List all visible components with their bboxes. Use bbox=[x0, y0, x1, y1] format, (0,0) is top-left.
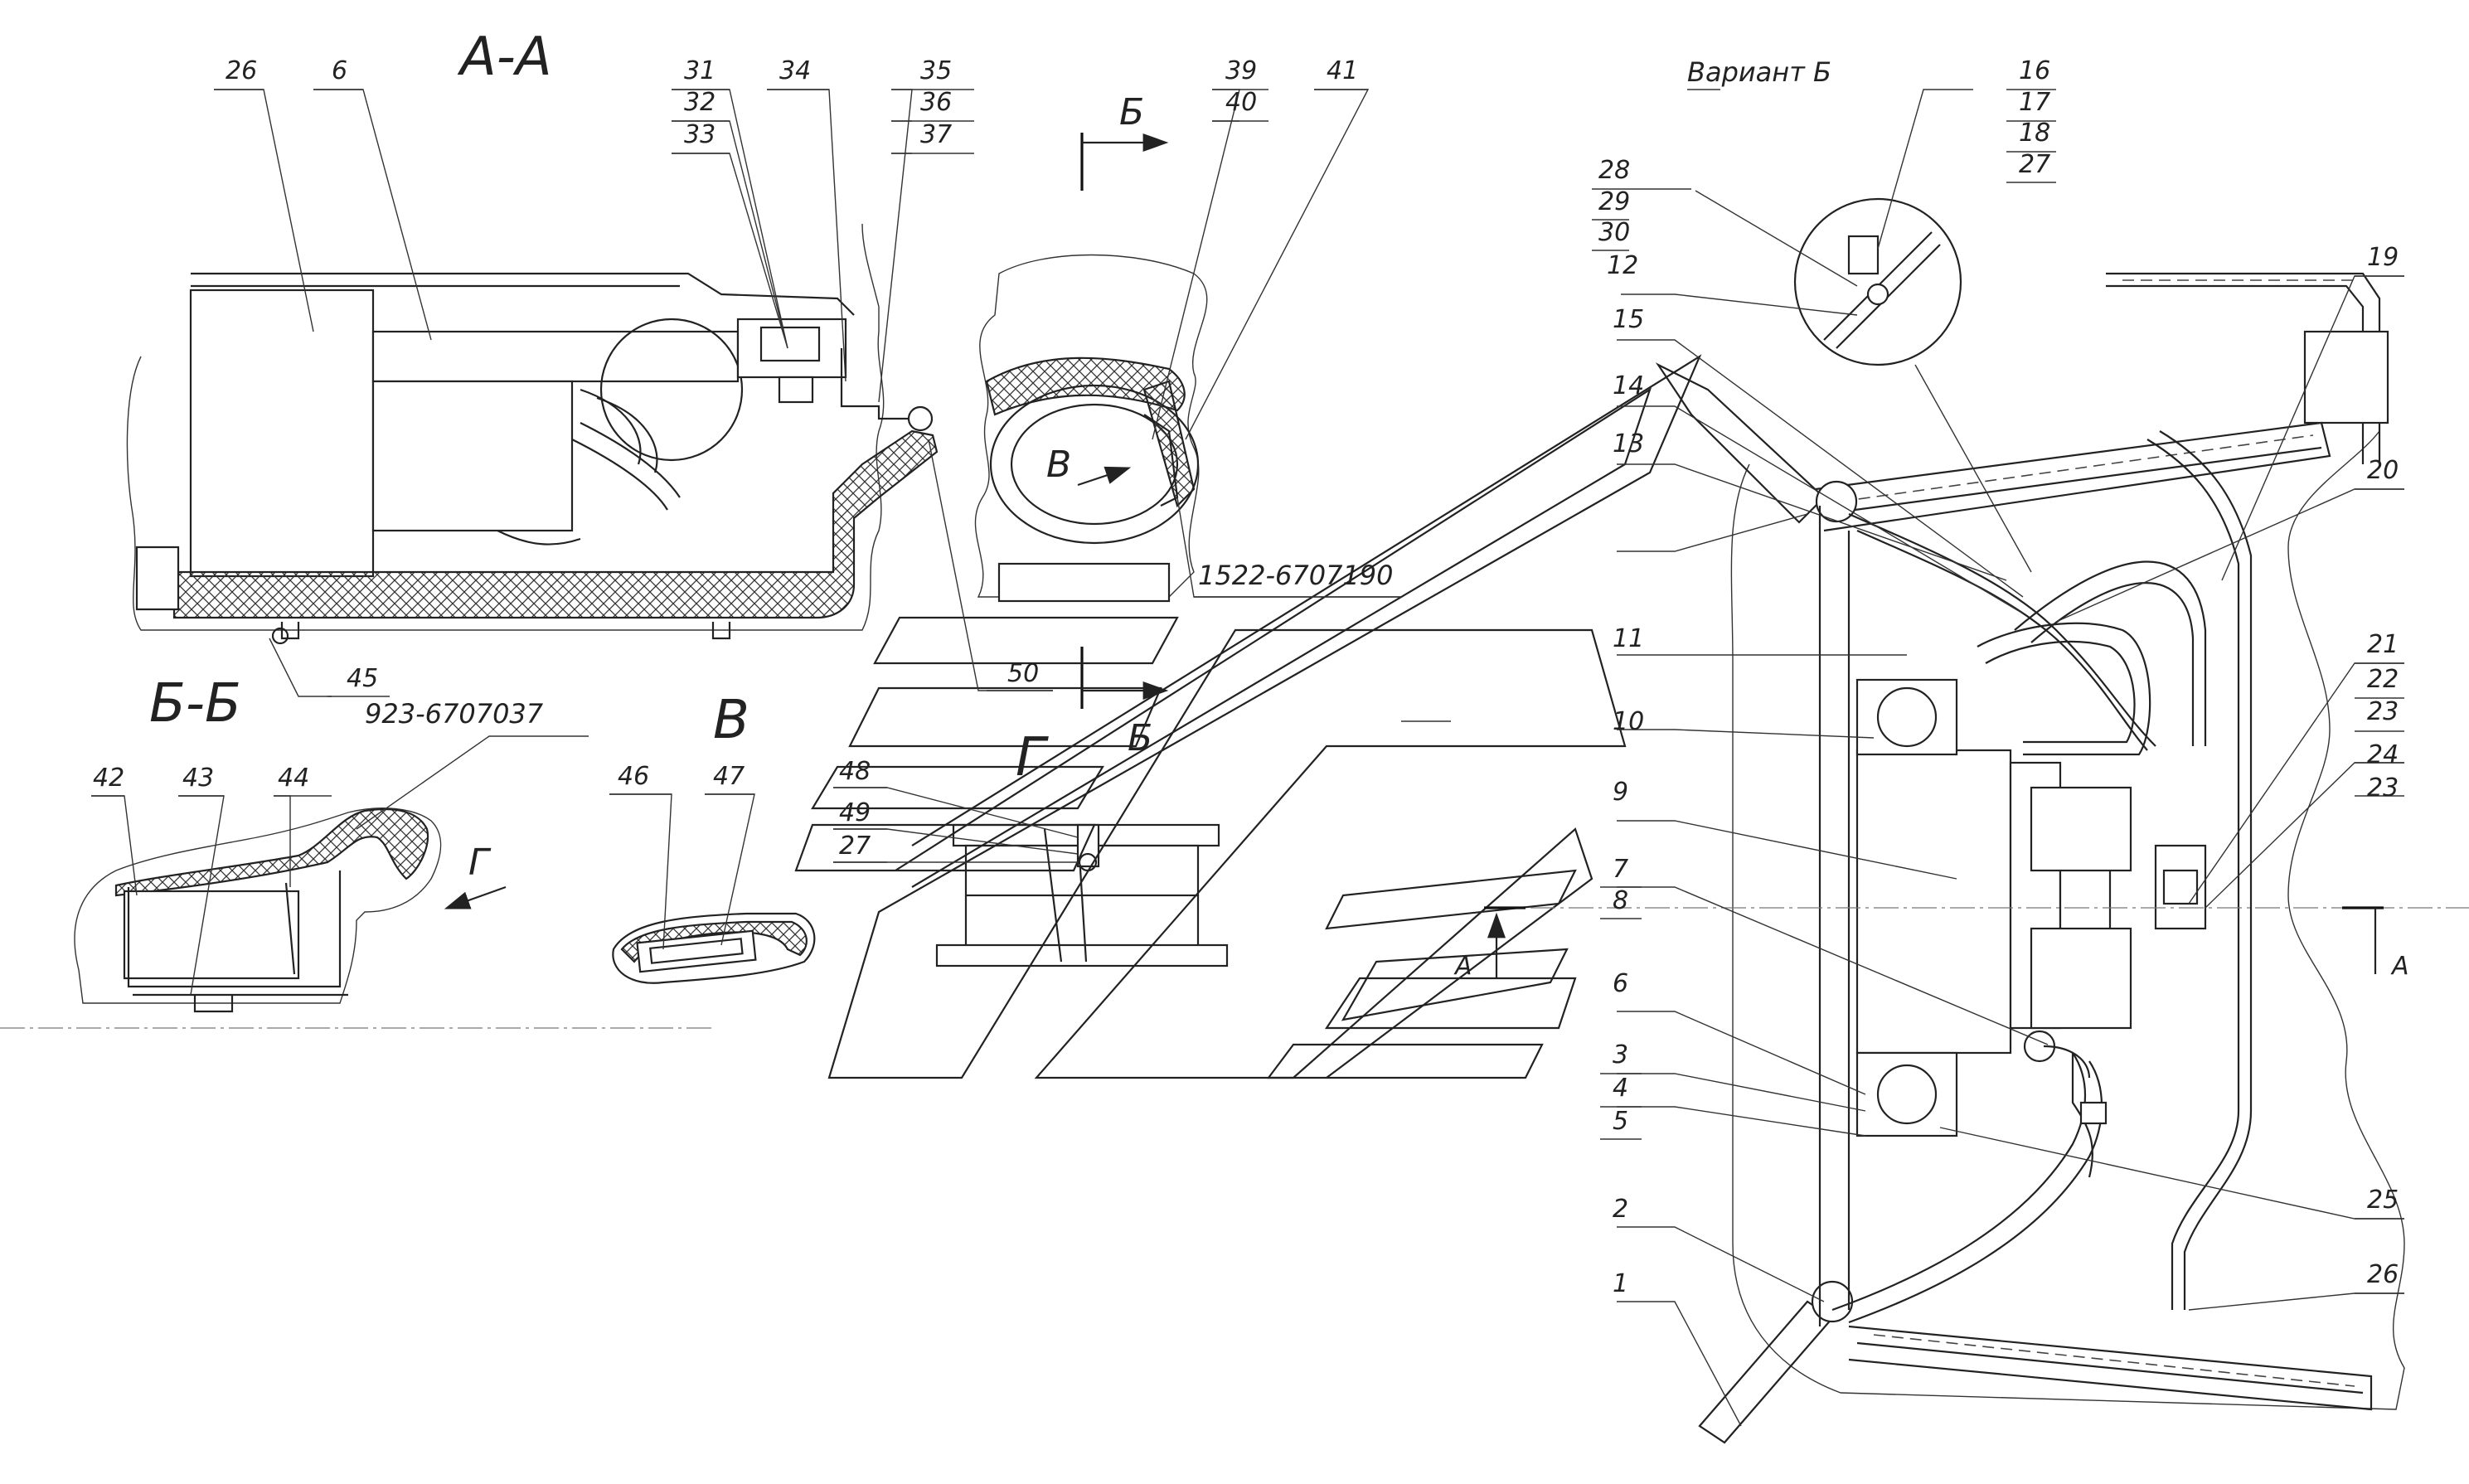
callout-27-variant: 27 bbox=[2019, 150, 2050, 179]
callout-36: 36 bbox=[920, 88, 952, 117]
callout-28: 28 bbox=[1598, 156, 1630, 185]
callout-49: 49 bbox=[839, 798, 871, 827]
heater-housing-block bbox=[189, 289, 375, 578]
title-view-g: Г bbox=[1016, 727, 1049, 788]
variant-detail-circle bbox=[1793, 197, 1962, 366]
marker-b-top: Б bbox=[1119, 91, 1144, 133]
part-number-1522: 1522-6707190 bbox=[1198, 560, 1394, 591]
callout-21: 21 bbox=[2367, 630, 2399, 659]
callout-26-plan: 26 bbox=[2367, 1260, 2399, 1289]
callout-5: 5 bbox=[1613, 1107, 1628, 1136]
label-shelves bbox=[91, 89, 2404, 1294]
callout-18: 18 bbox=[2019, 119, 2050, 148]
callout-32: 32 bbox=[684, 88, 715, 117]
fan-box bbox=[123, 890, 300, 980]
callout-31: 31 bbox=[684, 56, 715, 85]
callout-23-upper: 23 bbox=[2367, 697, 2399, 726]
callout-34: 34 bbox=[779, 56, 811, 85]
main-plan-view bbox=[0, 197, 2469, 1444]
callout-2: 2 bbox=[1613, 1195, 1628, 1224]
callout-25: 25 bbox=[2367, 1186, 2399, 1215]
marker-v-arrow: В bbox=[1046, 444, 1071, 486]
view-v-grille bbox=[612, 912, 816, 984]
callout-22: 22 bbox=[2367, 665, 2399, 694]
callout-42: 42 bbox=[93, 764, 124, 793]
callout-4: 4 bbox=[1613, 1074, 1628, 1103]
part-number-923: 923-6707037 bbox=[365, 698, 544, 730]
callout-48: 48 bbox=[839, 757, 871, 786]
callout-3: 3 bbox=[1613, 1040, 1628, 1069]
callout-50: 50 bbox=[1007, 659, 1039, 688]
callout-15: 15 bbox=[1613, 305, 1644, 334]
callout-14: 14 bbox=[1613, 371, 1644, 400]
heater-unit bbox=[1855, 749, 2012, 1055]
view-b-section bbox=[974, 254, 1208, 603]
title-variant-b: Вариант Б bbox=[1687, 56, 1831, 88]
callout-12: 12 bbox=[1607, 251, 1638, 280]
mounting-bracket-bar bbox=[371, 330, 740, 383]
title-section-bb: Б-Б bbox=[149, 673, 241, 735]
callout-27-center: 27 bbox=[839, 832, 871, 861]
insulation-floor-section bbox=[172, 429, 939, 619]
callout-40: 40 bbox=[1225, 88, 1257, 117]
title-section-aa: А-А bbox=[457, 27, 552, 88]
callout-47: 47 bbox=[713, 762, 745, 791]
callout-20: 20 bbox=[2367, 456, 2399, 485]
callout-44: 44 bbox=[278, 764, 309, 793]
section-bb-view bbox=[74, 807, 507, 1013]
callout-10: 10 bbox=[1613, 707, 1644, 736]
marker-a-left: А bbox=[1453, 952, 1472, 981]
callout-numbers: 26 6 31 32 33 34 35 36 37 39 40 41 50 45… bbox=[93, 56, 2399, 1298]
callout-41: 41 bbox=[1327, 56, 1358, 85]
callout-37: 37 bbox=[920, 120, 952, 149]
callout-8: 8 bbox=[1613, 886, 1628, 915]
callout-33: 33 bbox=[684, 120, 715, 149]
callout-23-lower: 23 bbox=[2367, 774, 2399, 803]
callout-35: 35 bbox=[920, 56, 952, 85]
callout-6: 6 bbox=[332, 56, 347, 85]
section-aa-view bbox=[126, 223, 939, 645]
callout-6-plan: 6 bbox=[1613, 969, 1628, 998]
section-marker-b bbox=[1080, 133, 1169, 709]
section-titles: А-А Б-Б В Г Вариант Б bbox=[149, 27, 1831, 788]
marker-b-bottom: Б bbox=[1128, 717, 1152, 759]
callout-26: 26 bbox=[226, 56, 257, 85]
callout-7: 7 bbox=[1613, 855, 1628, 884]
callout-43: 43 bbox=[182, 764, 214, 793]
callout-19: 19 bbox=[2367, 243, 2399, 272]
marker-a-right: А bbox=[2390, 952, 2409, 981]
leader-lines bbox=[91, 89, 2404, 1427]
callout-9: 9 bbox=[1613, 778, 1628, 807]
callout-11: 11 bbox=[1613, 624, 1644, 653]
callout-30: 30 bbox=[1598, 218, 1630, 247]
callout-39: 39 bbox=[1225, 56, 1257, 85]
part-number-labels: 1522-6707190 923-6707037 bbox=[365, 560, 1394, 730]
view-markers: Б Б В Г А А bbox=[468, 91, 2409, 981]
callout-29: 29 bbox=[1598, 187, 1630, 216]
callout-13: 13 bbox=[1613, 429, 1644, 458]
callout-46: 46 bbox=[618, 762, 649, 791]
callout-45: 45 bbox=[347, 664, 378, 693]
marker-g-arrow: Г bbox=[468, 841, 492, 884]
callout-16: 16 bbox=[2019, 56, 2050, 85]
callout-1: 1 bbox=[1613, 1269, 1628, 1298]
callout-24: 24 bbox=[2367, 740, 2399, 769]
callout-17: 17 bbox=[2019, 88, 2050, 117]
perspective-planes bbox=[794, 354, 1702, 1079]
title-view-v: В bbox=[713, 690, 749, 751]
